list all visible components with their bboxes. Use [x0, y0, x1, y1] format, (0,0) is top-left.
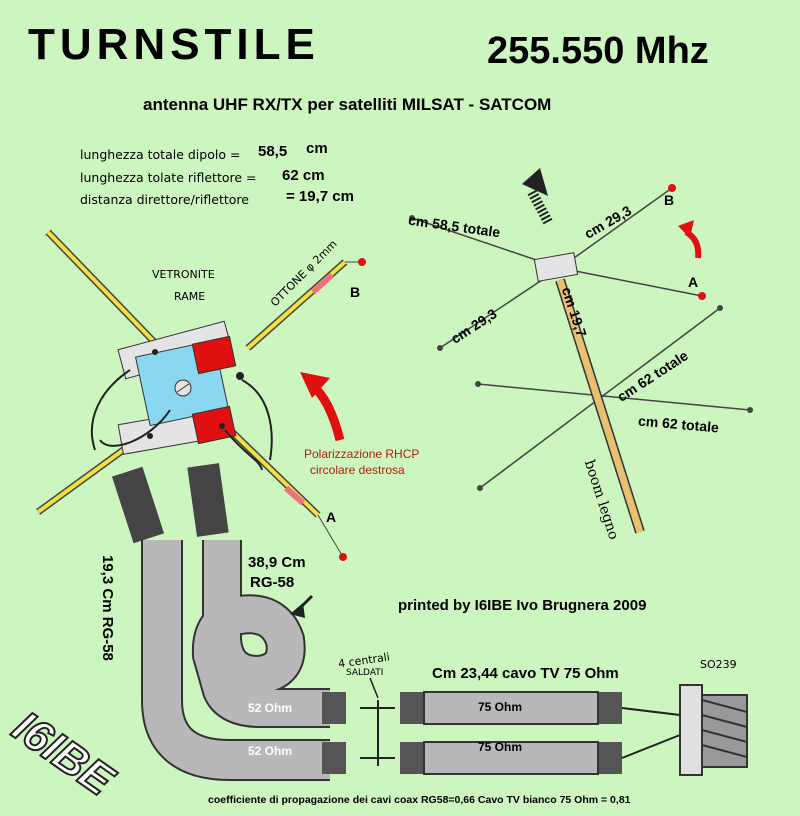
cable-75-ohm-top: 75 Ohm [478, 700, 523, 714]
footer-coefficient: coefficiente di propagazione dei cavi co… [208, 794, 631, 806]
cable-short-type: RG-58 [250, 574, 295, 591]
vetronite-label: VETRONITE [152, 268, 215, 281]
cable-long-label: 19,3 Cm RG-58 [99, 555, 116, 661]
cable-52-ohm-top: 52 Ohm [248, 701, 293, 715]
feed-point-b-left [358, 258, 366, 266]
credit-text: printed by I6IBE Ivo Brugnera 2009 [398, 597, 647, 614]
frequency-title: 255.550 Mhz [487, 30, 709, 72]
point-a-right-label: A [688, 274, 699, 290]
junction-braids [322, 692, 622, 774]
reflector-length-value: 62 cm [282, 167, 325, 184]
so239-connector [679, 684, 748, 776]
point-a-left-label: A [326, 509, 337, 525]
point-b-left-label: B [350, 284, 361, 300]
rame-label: RAME [174, 290, 206, 303]
braided-shields [111, 463, 229, 544]
coax-pigtails [90, 369, 273, 471]
soldered-line2: SALDATI [346, 668, 384, 678]
right-dipole [409, 184, 706, 351]
soldered-pointer [369, 677, 379, 699]
cable-75-ohm-bottom: 75 Ohm [478, 740, 523, 754]
grey-cables [141, 540, 330, 781]
dipole-length-label: lunghezza totale dipolo = [80, 147, 241, 162]
cable-short-length: 38,9 Cm [248, 554, 306, 571]
center-plate [117, 320, 244, 455]
distance-value: = 19,7 cm [286, 188, 354, 205]
tv-cable-label: Cm 23,44 cavo TV 75 Ohm [432, 665, 619, 682]
rhcp-arrow-right [684, 229, 702, 259]
distance-label: distanza direttore/riflettore [80, 192, 249, 207]
subtitle: antenna UHF RX/TX per satelliti MILSAT -… [143, 95, 552, 114]
reflector-length-label: lunghezza tolate riflettore = [80, 170, 257, 185]
tv-cables [360, 691, 681, 775]
point-b-right-label: B [664, 192, 675, 208]
wooden-boom [555, 278, 645, 534]
dipole-length-value: 58,5 [258, 143, 288, 160]
polarization-line2: circolare destrosa [310, 463, 405, 477]
dipole-length-unit: cm [306, 140, 328, 157]
direction-arrow [522, 168, 553, 225]
feed-point-a-left [339, 553, 347, 561]
page-title: TURNSTILE [28, 20, 320, 69]
connector-code: SO239 [700, 658, 737, 671]
cable-52-ohm-bottom: 52 Ohm [248, 744, 293, 758]
polarization-line1: Polarizzazione RHCP [304, 447, 420, 461]
